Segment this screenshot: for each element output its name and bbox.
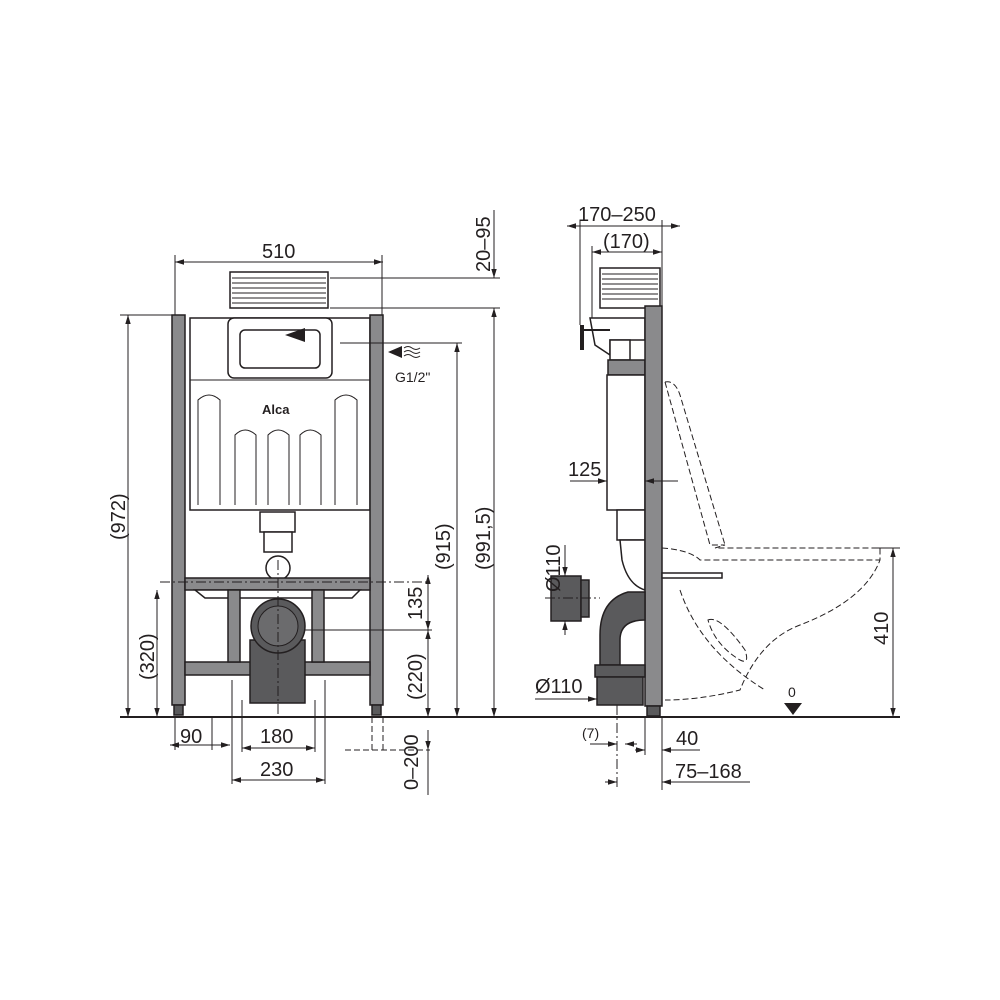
side-drain-pipe [596,676,644,706]
dim-height-220: (220) [405,653,427,700]
side-frame-post [644,305,663,707]
side-flush-grille [599,267,661,309]
dim-7: (7) [582,725,599,741]
dim-height-991-5: (991,5) [473,507,495,570]
side-cistern [606,374,646,511]
dim-range-75-168: 75–168 [675,761,742,783]
dim-height-320: (320) [137,633,159,680]
dim-depth-range: 170–250 [578,204,656,226]
inlet-arrow-icon [285,328,305,342]
flush-valve-grille [229,271,329,309]
dim-90: 90 [180,726,202,748]
dim-range-0-200: 0–200 [401,734,423,790]
side-view: 170–250 (170) 125 Ø110 Ø110 (7) 40 75–16… [535,204,900,790]
front-view: Alca 510 (972) (320) 135 ( [108,210,500,795]
floor-level-label: 0 [788,684,796,700]
dim-height-915: (915) [433,523,455,570]
dim-diameter-upper: Ø110 [543,545,565,592]
dim-height-135: 135 [405,587,427,620]
inlet-label: G1/2" [395,369,430,385]
wall-hung-toilet-outline [661,381,881,701]
dim-180: 180 [260,726,293,748]
tank-ribs [197,394,358,505]
brand-logo: Alca [262,402,290,417]
frame-post-right [369,314,384,706]
dim-range-20-95: 20–95 [473,216,495,272]
floor-level-marker-icon [784,703,802,715]
dim-width-510: 510 [262,241,295,263]
water-inlet-arrow-icon [388,346,402,358]
side-drain-elbow [599,591,646,666]
frame-post-left [171,314,186,706]
dim-depth-170: (170) [603,231,650,253]
dim-230: 230 [260,759,293,781]
dim-height-972: (972) [108,493,130,540]
dim-40: 40 [676,728,698,750]
dim-diameter-lower: Ø110 [535,676,582,698]
dim-125: 125 [568,459,601,481]
dim-height-410: 410 [871,612,893,645]
